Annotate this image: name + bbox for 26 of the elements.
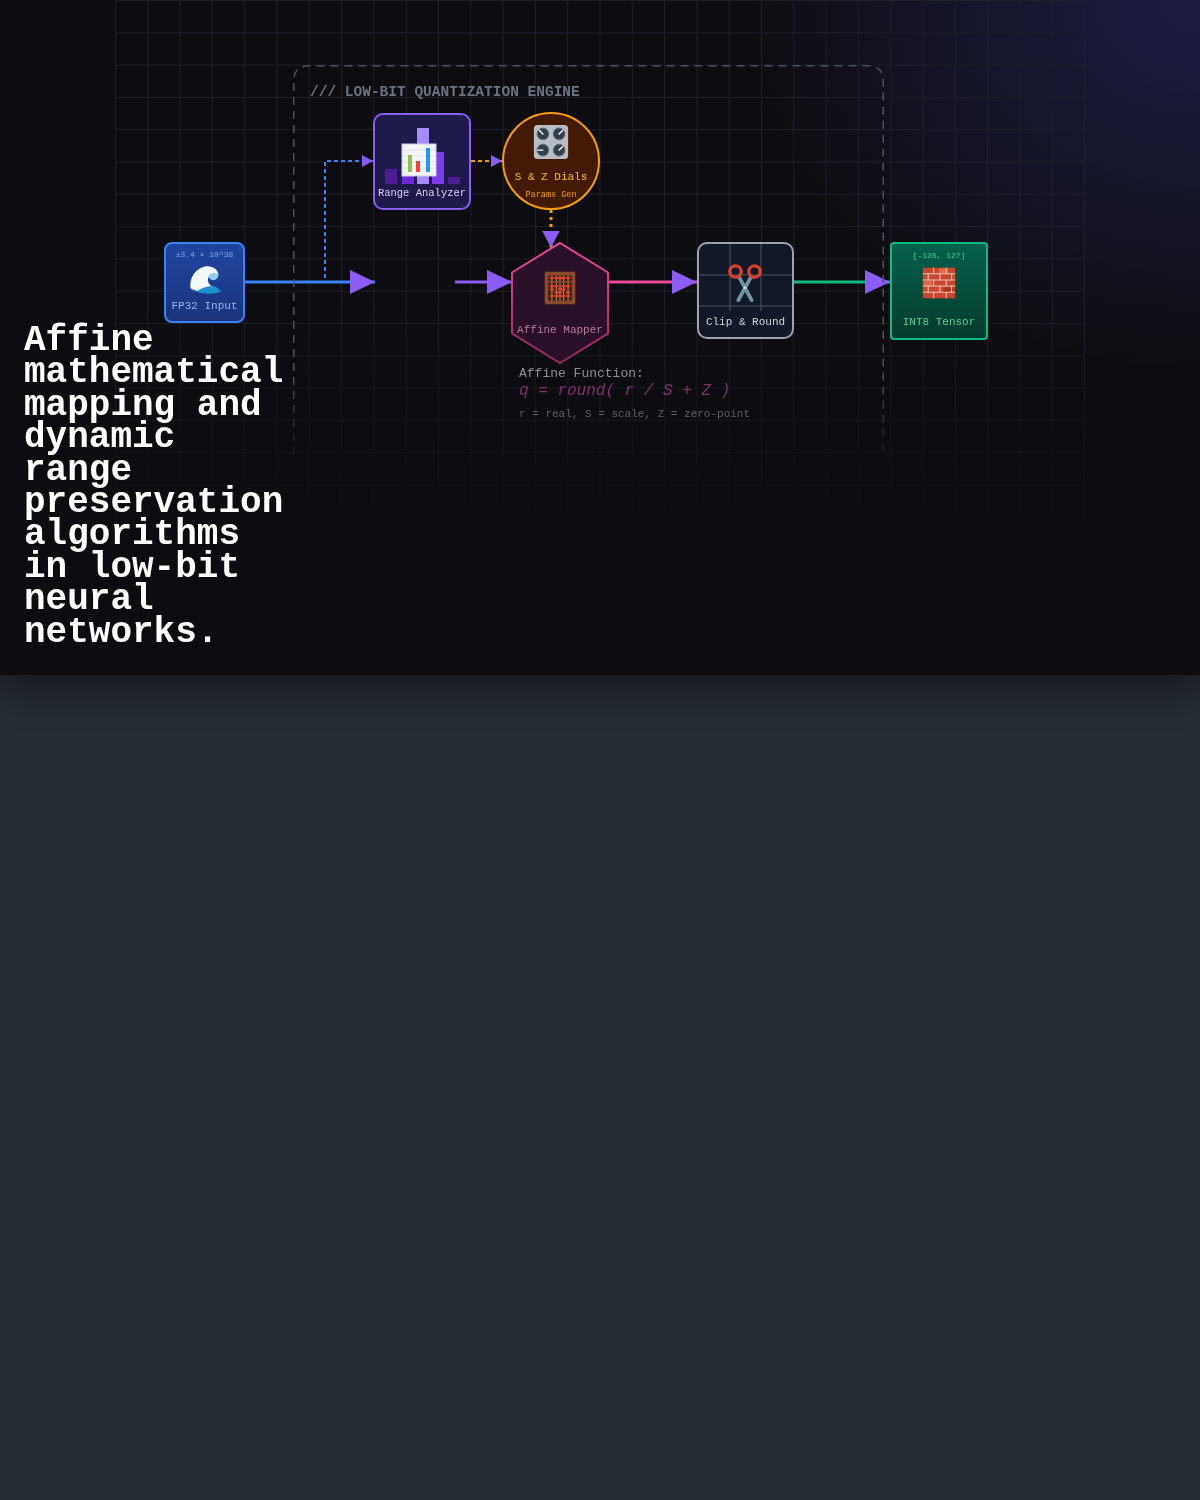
process-box: [373, 113, 471, 210]
arrow: [455, 270, 512, 294]
panel-heading: /// LOW-BIT QUANTIZATION ENGINE: [310, 82, 580, 102]
node-label: Clip & Round: [705, 316, 786, 330]
formula-text: q = round( r / S + Z ): [519, 382, 731, 402]
output-box: [890, 242, 988, 340]
process-box: [697, 242, 794, 339]
arrow: [794, 270, 890, 294]
node-sublabel: Params Gen: [525, 189, 577, 201]
formula-note: r = real, S = scale, Z = zero-point: [519, 408, 751, 422]
arrow: [245, 270, 375, 294]
node-label: FP32 Input: [171, 300, 238, 314]
value-range-label: ±3.4 × 10^38: [175, 250, 234, 260]
dashed-arrow: [244, 155, 374, 283]
dashed-arrow: [470, 155, 503, 167]
node-label: Range Analyzer: [377, 187, 467, 201]
formula-caption: Affine Function:: [519, 366, 644, 382]
dashed-panel: [293, 65, 884, 455]
value-range-label: [-128, 127]: [912, 251, 966, 261]
hexagon-node: [511, 242, 609, 364]
node-label: S & Z Dials: [514, 171, 588, 185]
arrow: [608, 270, 697, 294]
node-label: Affine Mapper: [517, 324, 603, 338]
input-box: [164, 242, 245, 323]
node-label: INT8 Tensor: [902, 316, 976, 330]
dashed-arrow: [542, 210, 560, 248]
